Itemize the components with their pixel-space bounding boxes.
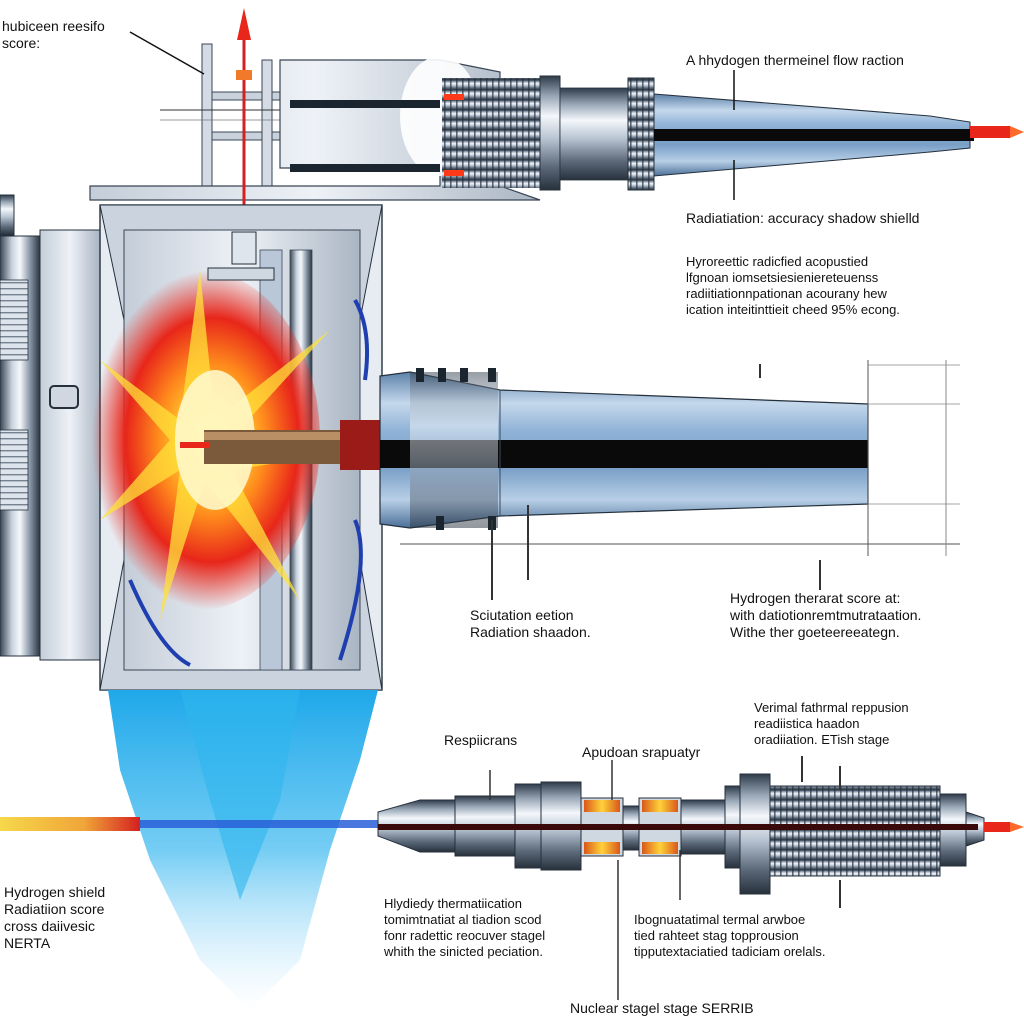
label-top-right: A hhydogen thermeinel flow raction — [686, 52, 904, 68]
label-mid-right: Hydrogen therarat score at: with datioti… — [730, 590, 922, 640]
label-shield: Radiatiation: accuracy shadow shielld — [686, 210, 920, 226]
label-nuclear: Nuclear stagel stage SERRIB — [570, 1000, 754, 1016]
callout-lines — [129, 31, 735, 200]
exhaust-plume — [108, 690, 378, 1010]
label-ibog: Ibognuatatimal termal arwboe tied rahtee… — [634, 912, 826, 959]
label-top-left: hubiceen reesifo score: — [2, 18, 105, 51]
label-resp: Respiicrans — [444, 732, 518, 748]
reactor-core — [0, 194, 383, 691]
top-thruster — [89, 8, 1024, 700]
bottom-thruster — [0, 756, 1024, 1000]
label-apud: Apudoan srapuatyr — [582, 744, 701, 760]
label-hydiedy: Hlydiedy thermatiication tomimtnatiat al… — [384, 896, 546, 959]
label-block-right: Hyroreettic radicfied acopustied lfgnoan… — [686, 254, 900, 317]
label-vermal: Verimal fathrmal reppusion readiistica h… — [754, 700, 909, 747]
main-nozzle — [340, 360, 960, 600]
label-hydrogen-shield: Hydrogen shield Radiatiion score cross d… — [4, 884, 106, 951]
label-mid-left: Sciutation eetion Radiation shaadon. — [470, 607, 591, 640]
